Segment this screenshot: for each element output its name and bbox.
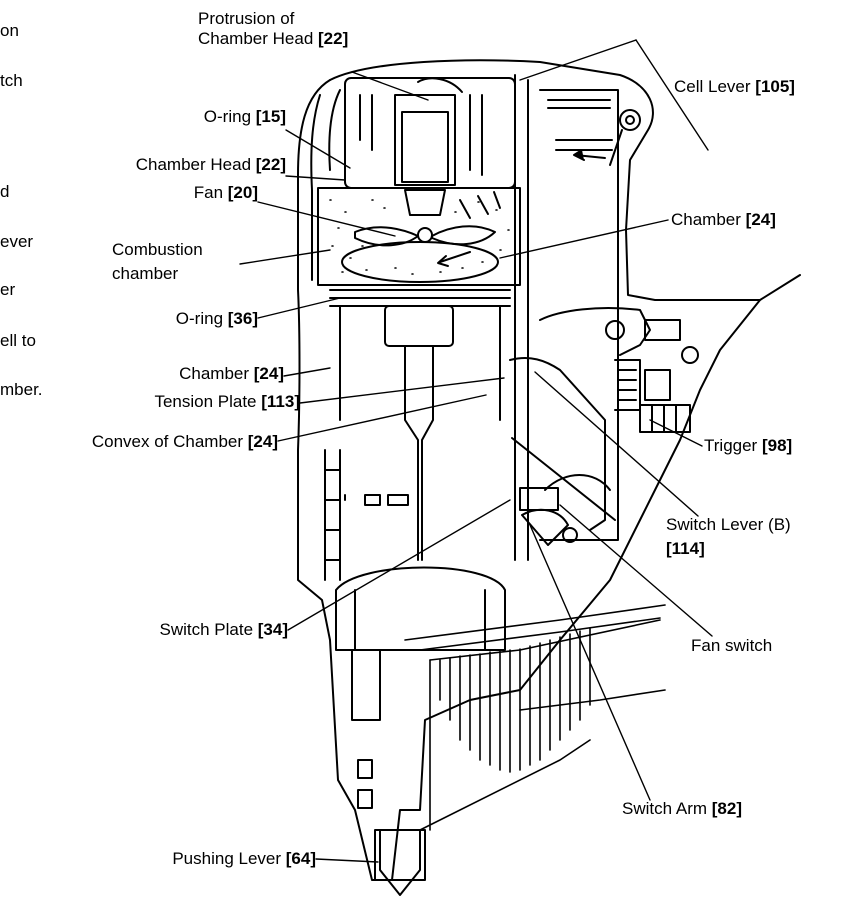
- left-fragment-2: tch: [0, 71, 23, 90]
- left-fragment-6: ell to: [0, 331, 36, 350]
- label-combustion-chamber: Combustion chamber: [112, 240, 203, 283]
- leader-chamber-24-right: [499, 219, 669, 259]
- label-fan: Fan [20]: [193, 183, 258, 202]
- label-convex-of-chamber: Convex of Chamber [24]: [91, 432, 278, 451]
- label-chamber-24-right: Chamber [24]: [671, 210, 776, 229]
- leader-switch-plate: [287, 499, 511, 631]
- chamber-head: [344, 77, 516, 243]
- leader-trigger: [649, 419, 703, 447]
- label-switch-plate: Switch Plate [34]: [159, 620, 288, 639]
- leader-o-ring-36: [257, 297, 341, 319]
- label-pushing-lever: Pushing Lever [64]: [172, 849, 316, 868]
- leader-switch-arm: [529, 524, 651, 801]
- leader-lines: [239, 39, 713, 863]
- leader-o-ring-15: [285, 129, 351, 169]
- cell-compartment: [514, 74, 641, 561]
- switch-region: [519, 474, 611, 546]
- label-protrusion: Protrusion of Chamber Head [22]: [198, 9, 349, 48]
- leader-tension-plate: [299, 377, 505, 404]
- label-fan-switch: Fan switch: [691, 636, 773, 655]
- leader-protrusion: [351, 71, 429, 101]
- leader-switch-lever-b: [534, 371, 699, 517]
- nose-pushing-lever: [351, 649, 426, 896]
- leader-fan-switch: [559, 504, 713, 637]
- left-fragment-3: d: [0, 182, 10, 201]
- left-fragment-5: er: [0, 280, 16, 299]
- leader-combustion: [239, 249, 331, 265]
- label-chamber-head: Chamber Head [22]: [135, 155, 286, 174]
- label-cell-lever: Cell Lever [105]: [674, 77, 795, 96]
- trigger-assembly: [509, 307, 699, 531]
- label-chamber-24-left: Chamber [24]: [179, 364, 284, 383]
- label-o-ring-36: O-ring [36]: [175, 309, 258, 328]
- combustion-dots: [329, 199, 510, 275]
- leader-pushing-lever: [315, 858, 379, 863]
- leader-chamber-24-left: [283, 367, 331, 377]
- leader-fan: [257, 201, 396, 237]
- leader-chamber-head: [285, 175, 346, 181]
- leader-convex: [277, 394, 487, 442]
- leader-cell-lever-a: [519, 39, 637, 81]
- label-switch-arm: Switch Arm [82]: [622, 799, 742, 818]
- left-fragment-7: mber.: [0, 380, 43, 399]
- combustion-chamber: [317, 187, 521, 286]
- tool-housing: [297, 59, 801, 881]
- label-o-ring-15: O-ring [15]: [203, 107, 286, 126]
- nail-magazine: [404, 604, 666, 831]
- label-switch-lever-b: Switch Lever (B) [114]: [666, 515, 791, 558]
- cylinder: [324, 289, 511, 651]
- leader-cell-lever-b: [635, 39, 709, 151]
- label-tension-plate: Tension Plate [113]: [154, 392, 300, 411]
- left-fragment-4: ever: [0, 232, 34, 251]
- label-trigger: Trigger [98]: [704, 436, 793, 455]
- left-fragment-1: on: [0, 21, 19, 40]
